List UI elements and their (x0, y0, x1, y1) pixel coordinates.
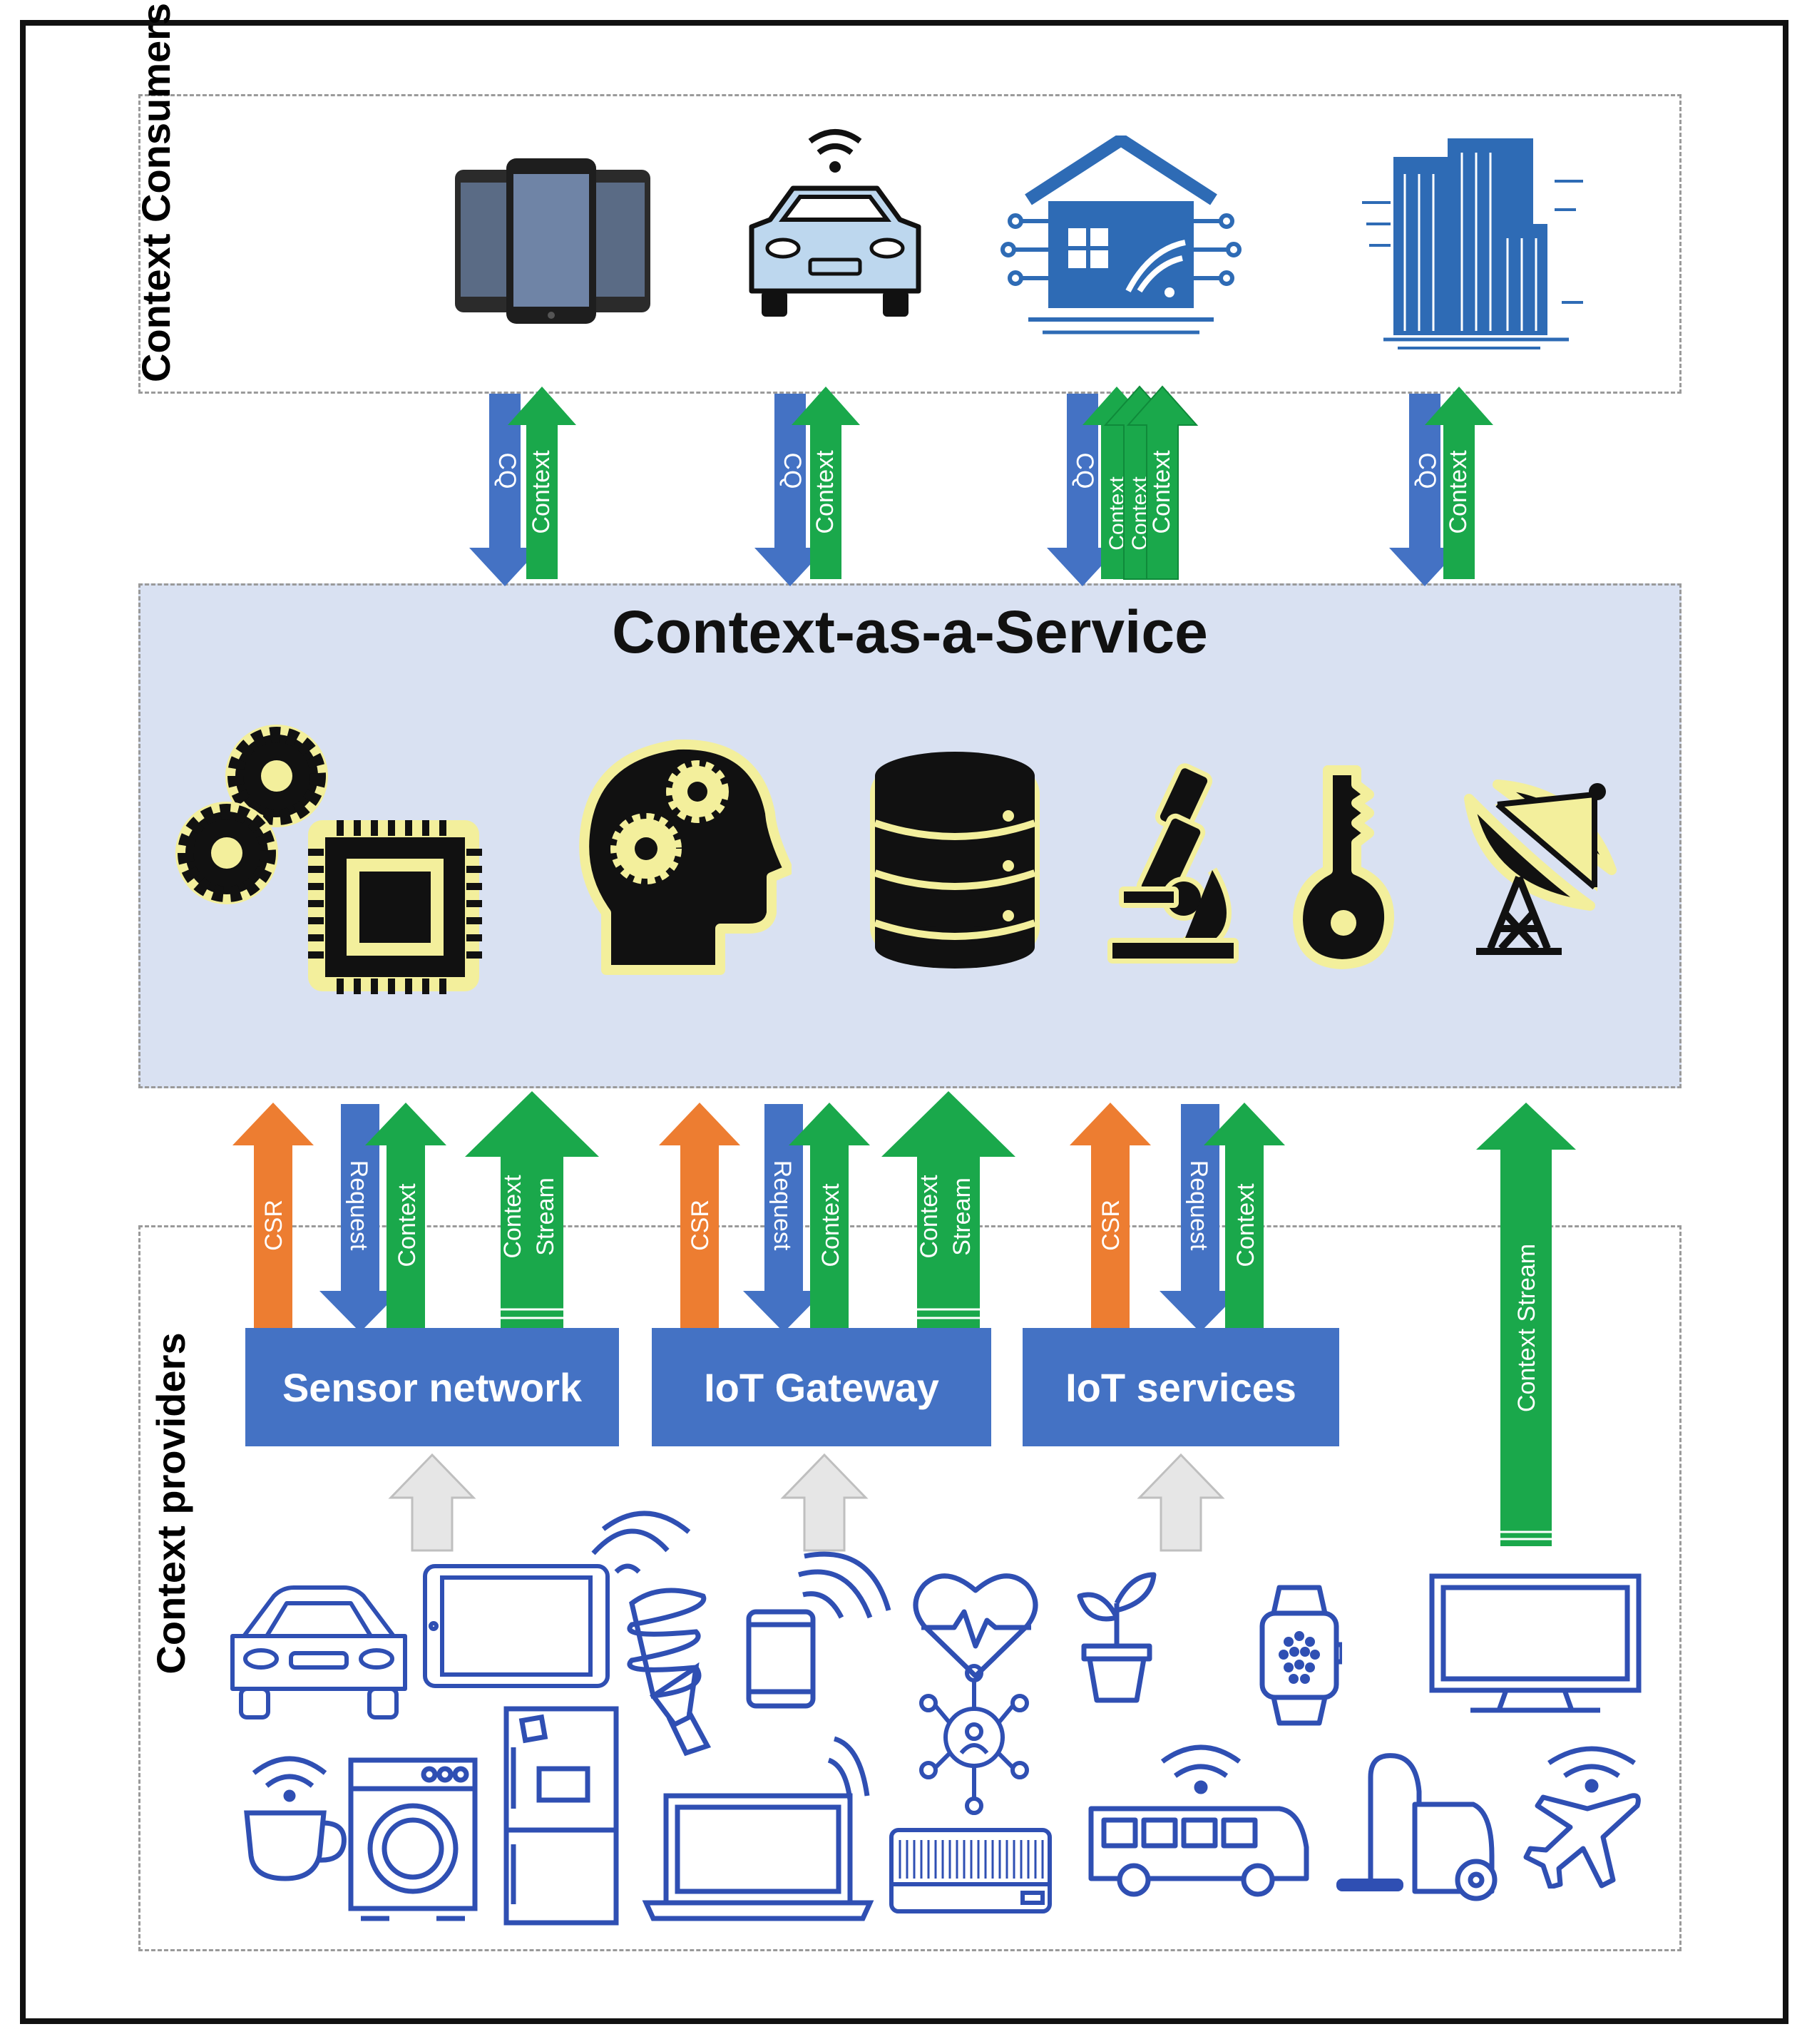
context-stream-arrow-2: Context Stream (881, 1091, 1015, 1328)
context-label: Context (1148, 450, 1175, 534)
tablet-icon (423, 1564, 610, 1688)
request-label: Request (1185, 1160, 1212, 1251)
request-arrow-2: Request (743, 1104, 824, 1332)
csr-arrow-1: CSR (232, 1103, 314, 1328)
cq-arrow-4: CQ (1389, 394, 1460, 586)
gray-arrow-3 (1137, 1453, 1225, 1552)
phone-icon (746, 1551, 891, 1709)
bulb-icon (591, 1511, 712, 1757)
csr-label: CSR (687, 1200, 714, 1251)
gray-arrow-1 (388, 1453, 476, 1552)
request-arrow-1: Request (319, 1104, 401, 1332)
cq-label: CQ (1413, 453, 1440, 489)
head-gears-icon (579, 739, 792, 975)
microscope-icon (1107, 763, 1239, 964)
airplane-icon (1523, 1746, 1641, 1889)
key-icon (1293, 765, 1395, 969)
context-label: Context (817, 1183, 844, 1267)
context-label: Context (394, 1183, 421, 1267)
request-label: Request (769, 1160, 796, 1251)
context-label: Context (1445, 450, 1472, 534)
cq-arrow-1: CQ (469, 394, 541, 586)
fridge-icon (503, 1706, 619, 1926)
context-stream-label-line2: Stream (532, 1177, 559, 1256)
cq-label: CQ (493, 453, 521, 489)
context-label: Context (528, 450, 555, 534)
coffee-icon (244, 1756, 347, 1881)
satellite-dish-icon (1464, 780, 1617, 955)
context-arrow-6: Context (789, 1103, 870, 1328)
csr-arrow-3: CSR (1070, 1103, 1151, 1328)
laptop-icon (642, 1736, 874, 1921)
context-label: Context (1232, 1183, 1259, 1267)
context-stream-label-line2: Stream (948, 1177, 976, 1256)
context-arrow-3c: Context (1126, 385, 1199, 580)
context-stream-label-line1: Context (499, 1175, 526, 1259)
cq-label: CQ (1071, 453, 1098, 489)
iot-services-box: IoT services (1023, 1328, 1339, 1446)
iot-gateway-box: IoT Gateway (652, 1328, 991, 1446)
washer-icon (348, 1757, 478, 1921)
smart-home-icon (1000, 136, 1242, 334)
smart-building-icon (1362, 138, 1583, 349)
ac-icon (889, 1828, 1052, 1913)
sensor-network-box: Sensor network (245, 1328, 619, 1446)
watch-icon (1259, 1585, 1342, 1726)
request-label: Request (345, 1160, 372, 1251)
context-arrow-5: Context (365, 1103, 446, 1328)
context-stream-arrow-long: Context Stream (1476, 1103, 1576, 1546)
context-stream-label: Context Stream (1513, 1244, 1540, 1412)
heart-icon (913, 1573, 1038, 1679)
context-stream-label-line1: Context (916, 1175, 943, 1259)
gears-chip-icon (175, 725, 482, 994)
context-stream-arrow-1: Context Stream (465, 1091, 599, 1328)
cq-arrow-3: CQ (1047, 394, 1118, 586)
bus-icon (1088, 1744, 1309, 1897)
csr-arrow-2: CSR (659, 1103, 740, 1328)
context-arrow-4: Context (1425, 387, 1493, 579)
context-arrow-1: Context (508, 387, 576, 579)
network-icon (919, 1664, 1029, 1815)
context-arrow-7: Context (1204, 1103, 1285, 1328)
cq-arrow-2: CQ (754, 394, 826, 586)
context-label: Context (812, 450, 839, 534)
monitor-icon (1429, 1573, 1642, 1713)
cq-label: CQ (779, 453, 806, 489)
csr-label: CSR (1097, 1200, 1125, 1251)
context-arrow-2: Context (792, 387, 860, 579)
connected-car-icon (749, 129, 921, 317)
car-icon (230, 1585, 407, 1719)
caas-title: Context-as-a-Service (612, 598, 1208, 665)
csr-label: CSR (260, 1200, 287, 1251)
request-arrow-3: Request (1160, 1104, 1241, 1332)
smartphones-icon (455, 158, 650, 324)
plant-icon (1077, 1572, 1157, 1703)
database-icon (870, 752, 1040, 969)
gray-arrow-2 (780, 1453, 869, 1552)
vacuum-icon (1336, 1753, 1498, 1901)
